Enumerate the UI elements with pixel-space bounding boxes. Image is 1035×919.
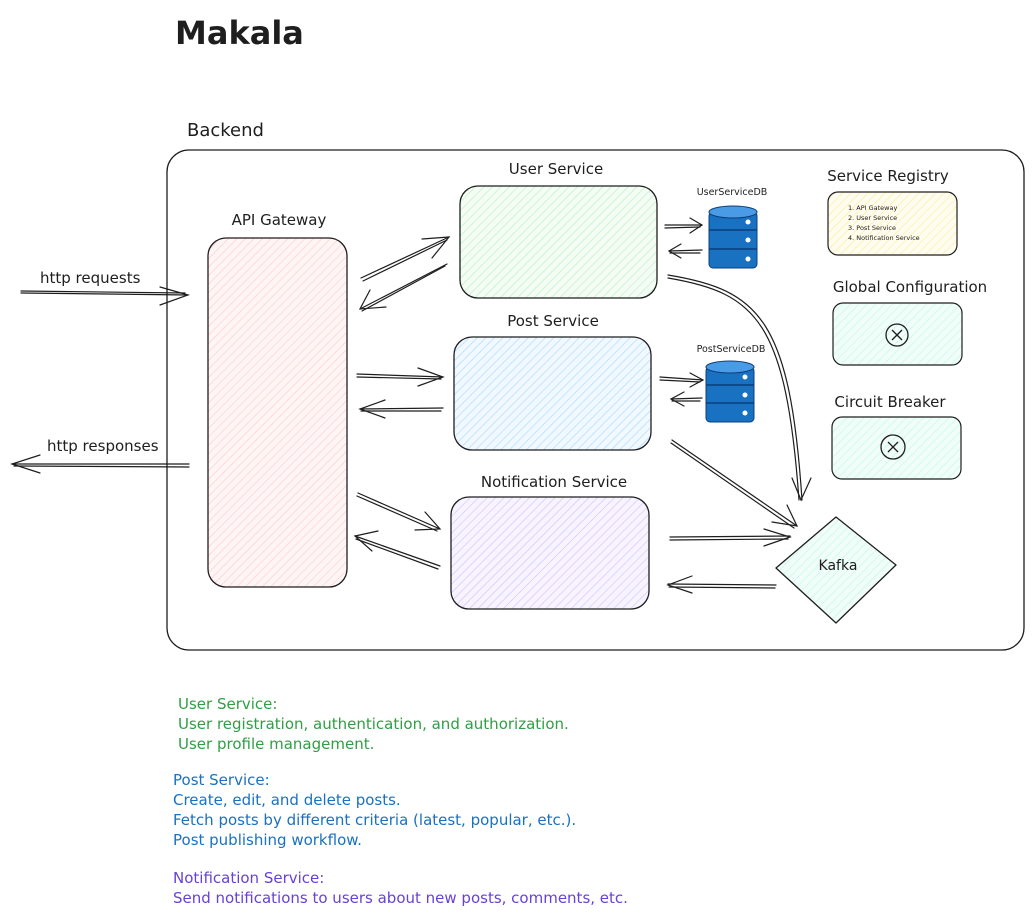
arrow-kafka-to-notification [666,575,777,594]
close-icon [880,434,906,460]
arrow-notification-to-gateway [353,530,441,570]
registry-item-4: 4. Notification Service [848,234,920,242]
registry-item-1: 1. API Gateway [848,204,897,212]
user-service-box[interactable] [459,185,658,299]
circuit-breaker-box[interactable] [831,416,962,480]
user-db-icon [708,205,758,269]
kafka-node[interactable] [775,516,897,624]
arrow-post-to-gateway [358,399,444,419]
close-icon [885,323,909,347]
page-title: Makala [175,14,304,52]
service-registry-box[interactable] [827,191,958,256]
arrow-gateway-to-post [356,367,445,387]
registry-item-2: 2. User Service [848,214,897,222]
arrow-notification-to-kafka [669,528,792,547]
arrow-userdb-to-user [667,243,703,259]
post-service-label: Post Service [507,312,599,330]
registry-item-3: 3. Post Service [848,224,896,232]
user-db-label: UserServiceDB [697,187,768,198]
arrow-gateway-to-notification [356,492,442,532]
global-configuration-label: Global Configuration [833,278,987,296]
post-service-box[interactable] [453,336,652,451]
user-service-label: User Service [509,160,603,178]
arrow-user-to-kafka [667,274,812,502]
api-gateway-box[interactable] [207,237,348,588]
backend-label: Backend [187,120,264,141]
arrow-gateway-to-user [360,236,451,282]
api-gateway-label: API Gateway [232,211,327,229]
circuit-breaker-label: Circuit Breaker [834,393,946,411]
http-requests-label: http requests [40,269,141,287]
arrow-user-to-userdb [664,217,704,234]
http-responses-label: http responses [47,437,159,455]
service-registry-label: Service Registry [827,167,949,185]
arrows [10,217,812,594]
arrow-user-to-gateway [358,263,448,312]
notification-service-box[interactable] [450,496,650,610]
arrow-post-to-postdb [659,372,705,388]
kafka-label: Kafka [819,558,858,574]
arrow-http-requests [20,286,190,306]
backend-container [166,149,1025,651]
arrow-postdb-to-post [669,391,703,407]
arrow-post-to-kafka [670,439,799,529]
post-db-icon [705,360,755,423]
notification-service-label: Notification Service [481,473,627,491]
arrow-http-responses [10,454,190,474]
post-db-label: PostServiceDB [697,344,766,355]
